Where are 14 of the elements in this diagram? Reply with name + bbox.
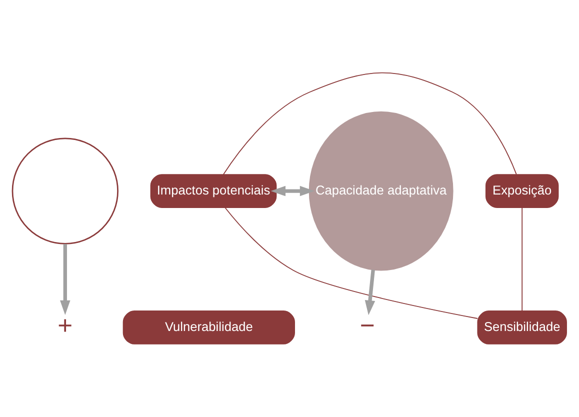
arrow (364, 269, 376, 315)
node-circle: Capacidade adaptativa (308, 110, 454, 270)
node-text: − (360, 311, 375, 340)
arrow (270, 185, 315, 196)
node-box: Impactos potenciais (150, 174, 277, 208)
node-text: + (58, 311, 73, 340)
node-box: Exposição (485, 174, 559, 208)
connector (224, 206, 478, 318)
connector (522, 206, 523, 311)
node-circle (12, 137, 118, 244)
node-box: Sensibilidade (477, 310, 567, 344)
arrow (60, 244, 70, 315)
connector (222, 72, 517, 174)
node-box: Vulnerabilidade (122, 310, 295, 344)
